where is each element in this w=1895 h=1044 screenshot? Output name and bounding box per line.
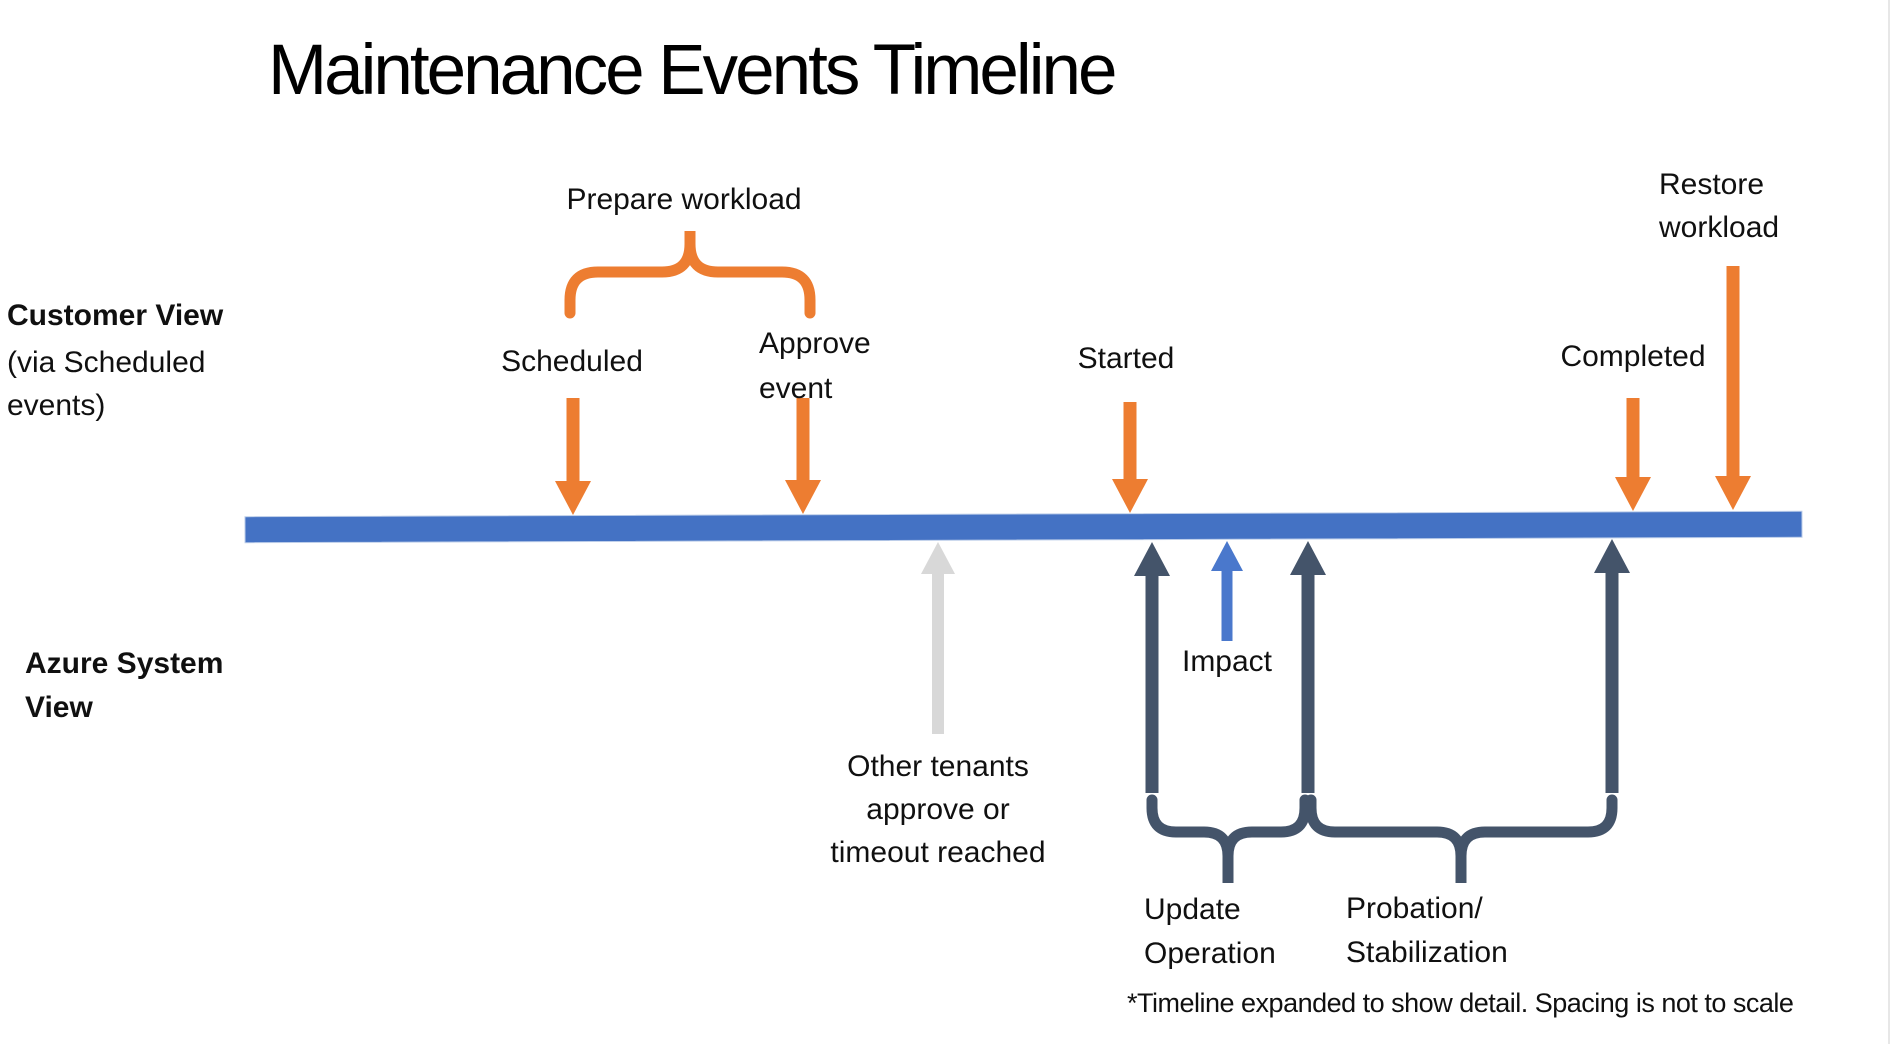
- scheduled-arrow: [555, 398, 591, 515]
- restore-workload-label: Restore workload: [1659, 168, 1780, 244]
- restore-workload-arrow: [1715, 266, 1751, 510]
- impact-arrow: [1211, 541, 1243, 641]
- impact-label: Impact: [1181, 645, 1273, 678]
- prepare-workload-label: Prepare workload: [566, 183, 802, 216]
- completed-label: Completed: [1560, 340, 1706, 373]
- probation-stabilization-label: Probation/ Stabilization: [1346, 892, 1508, 969]
- started-arrow: [1112, 402, 1148, 513]
- update-start-arrow: [1134, 542, 1170, 793]
- scheduled-label: Scheduled: [501, 345, 643, 378]
- prepare-workload-brace: [564, 231, 816, 319]
- footnote: *Timeline expanded to show detail. Spaci…: [1127, 988, 1794, 1018]
- customer-view-lane-subtitle: (via Scheduled events): [7, 346, 206, 422]
- other-tenants-arrow: [921, 542, 955, 734]
- update-operation-label: Update Operation: [1144, 893, 1276, 970]
- probation-end-arrow: [1594, 539, 1630, 793]
- timeline-bar: [244, 510, 1803, 544]
- page-title: Maintenance Events Timeline: [268, 31, 1117, 110]
- other-tenants-label: Other tenants approve or timeout reached: [830, 750, 1046, 869]
- update-end-arrow: [1290, 541, 1326, 793]
- approve-event-label: Approve event: [759, 327, 871, 405]
- slide-edge-divider: [1888, 0, 1890, 1044]
- update-operation-brace: [1146, 794, 1311, 883]
- probation-stabilization-brace: [1305, 794, 1618, 883]
- started-label: Started: [1077, 342, 1175, 375]
- approve-event-arrow: [785, 398, 821, 514]
- completed-arrow: [1615, 398, 1651, 511]
- azure-system-view-lane-label: Azure System View: [25, 647, 224, 724]
- customer-view-lane-label: Customer View: [7, 299, 224, 332]
